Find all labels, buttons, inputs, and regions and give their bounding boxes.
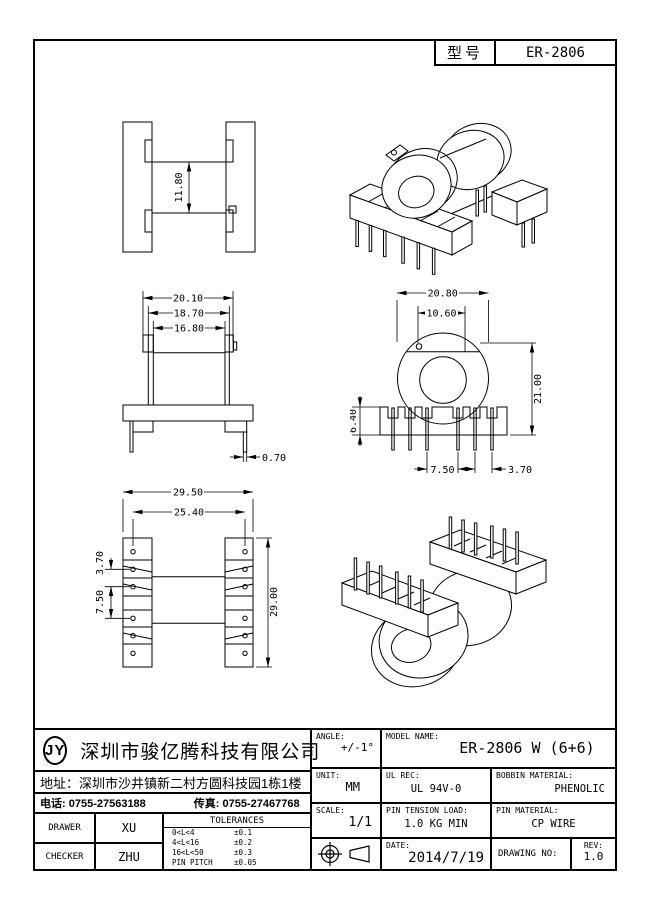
view-front: 20.80 10.60 21.00 6.40 7.50 3.70	[350, 287, 544, 476]
dim-bore: 11.80	[174, 172, 185, 202]
company-contact: 电话: 0755-27563188 传真: 0755-27467768	[35, 792, 310, 812]
dim-pitch-a: 3.70	[95, 551, 106, 575]
dim-pitch-b: 7.50	[95, 590, 106, 614]
view-side: 20.10 18.70 16.80 0.70	[122, 291, 286, 464]
tolerance-range: 0<L<4	[172, 828, 195, 837]
tolerance-row: 4<L<16 ±0.2	[164, 838, 310, 848]
company-phone: 电话: 0755-27563188	[40, 798, 146, 810]
approval-table: DRAWER CHECKER XU ZHU TOLERANCES 0<L<4 ±…	[35, 812, 310, 869]
rev-value: 1.0	[583, 850, 604, 863]
model-label: 型号	[436, 41, 496, 64]
tolerance-value: ±0.2	[234, 838, 253, 847]
angle-value: +/-1°	[340, 741, 374, 754]
dim-w-mid: 18.70	[174, 309, 204, 320]
dim-pitch-a: 7.50	[430, 465, 454, 476]
model-name-value: ER-2806 W (6+6)	[459, 739, 595, 757]
unit-label: UNIT:	[316, 771, 341, 780]
model-name-label: MODEL NAME:	[386, 732, 439, 741]
dim-pin-dia: 0.70	[262, 453, 286, 464]
model-name-cell: MODEL NAME: ER-2806 W (6+6)	[380, 730, 615, 767]
tolerances-title: TOLERANCES	[164, 814, 310, 828]
front-view-dims: 20.80 10.60 21.00 6.40 7.50 3.70	[350, 287, 544, 476]
iso-bottom-drawing	[340, 516, 548, 688]
dim-flange-w: 20.80	[428, 289, 458, 300]
view-end: 11.80	[122, 121, 256, 253]
tolerance-value: ±0.3	[234, 848, 253, 857]
top-view-dims: 29.50 25.40 3.70 7.50 29.00	[95, 486, 280, 668]
side-view-dims: 20.10 18.70 16.80 0.70	[142, 291, 286, 464]
dim-len-outer: 29.50	[173, 488, 203, 499]
company-row: JY 深圳市骏亿腾科技有限公司	[35, 730, 319, 770]
pin-material-label: PIN MATERIAL:	[496, 806, 559, 815]
projection-symbol-icon	[318, 842, 370, 866]
view-iso-top	[348, 123, 549, 275]
bobbin-material-value: PHENOLIC	[554, 783, 605, 795]
pin-material-cell: PIN MATERIAL: CP WIRE	[490, 802, 615, 837]
company-address: 地址：深圳市沙井镇新二村方圆科技园1栋1楼	[35, 770, 310, 792]
drawing-no-cell: DRAWING NO:	[490, 837, 570, 869]
company-logo: JY	[43, 735, 68, 765]
projection-symbol-cell	[310, 837, 380, 869]
tolerance-row: PIN PITCH ±0.05	[164, 858, 310, 868]
model-value: ER-2806	[525, 44, 585, 61]
view-top: 29.50 25.40 3.70 7.50 29.00	[95, 486, 280, 668]
drawer-label: DRAWER	[48, 823, 81, 833]
rev-label: REV:	[583, 841, 604, 850]
tolerance-range: PIN PITCH	[172, 858, 213, 867]
ul-rec-label: UL REC:	[386, 771, 420, 780]
dim-pin-span: 25.40	[174, 508, 204, 519]
iso-top-drawing	[348, 123, 549, 275]
scale-label: SCALE:	[316, 806, 345, 815]
model-number-box: 型号 ER-2806	[434, 39, 617, 66]
top-view-outline	[122, 537, 254, 668]
pin-tension-cell: PIN TENSION LOAD: 1.0 KG MIN	[380, 802, 490, 837]
tolerance-range: 16<L<50	[172, 848, 204, 857]
unit-cell: UNIT: MM	[310, 767, 380, 802]
tolerance-value: ±0.05	[234, 858, 257, 867]
tolerance-value: ±0.1	[234, 828, 253, 837]
ul-rec-value: UL 94V-0	[410, 783, 462, 795]
dim-hole-w: 10.60	[426, 309, 456, 320]
ul-rec-cell: UL REC: UL 94V-0	[380, 767, 490, 802]
tolerance-row: 0<L<4 ±0.1	[164, 828, 310, 838]
date-cell: DATE: 2014/7/19	[380, 837, 490, 869]
company-name: 深圳市骏亿腾科技有限公司	[80, 741, 321, 763]
rev-cell: REV: 1.0	[570, 837, 615, 869]
unit-value: MM	[345, 780, 360, 794]
bobbin-material-cell: BOBBIN MATERIAL: PHENOLIC	[490, 767, 615, 802]
pin-tension-label: PIN TENSION LOAD:	[386, 806, 468, 815]
dim-w-outer: 20.10	[173, 294, 203, 305]
dim-height: 29.00	[269, 587, 280, 617]
side-view-outline	[122, 334, 254, 453]
title-block: JY 深圳市骏亿腾科技有限公司 地址：深圳市沙井镇新二村方圆科技园1栋1楼 电话…	[33, 728, 617, 871]
end-view-dims: 11.80	[174, 162, 192, 213]
pin-tension-value: 1.0 KG MIN	[404, 818, 468, 830]
view-iso-bottom	[340, 516, 548, 688]
company-fax: 传真: 0755-27467768	[193, 798, 300, 810]
tolerance-row: 16<L<50 ±0.3	[164, 848, 310, 858]
tolerance-range: 4<L<16	[172, 838, 200, 847]
tolerances-table: TOLERANCES 0<L<4 ±0.1 4<L<16 ±0.2 16<L<5…	[162, 814, 310, 869]
scale-value: 1/1	[348, 815, 372, 830]
date-value: 2014/7/19	[408, 850, 484, 866]
checker-label: CHECKER	[35, 842, 94, 869]
bobbin-material-label: BOBBIN MATERIAL:	[496, 771, 574, 780]
dim-base-h: 6.40	[350, 409, 359, 433]
drawer-value: XU	[94, 814, 162, 842]
scale-cell: SCALE: 1/1	[310, 802, 380, 837]
checker-value: ZHU	[94, 842, 162, 869]
front-view-outline	[379, 332, 508, 451]
angle-label: ANGLE:	[316, 732, 345, 741]
angle-cell: ANGLE: +/-1°	[310, 730, 380, 767]
date-label: DATE:	[386, 841, 411, 850]
dim-pitch-b: 3.70	[508, 465, 532, 476]
dim-height: 21.00	[533, 374, 544, 404]
dim-w-inner: 16.80	[174, 324, 204, 335]
pin-material-value: CP WIRE	[531, 818, 576, 830]
